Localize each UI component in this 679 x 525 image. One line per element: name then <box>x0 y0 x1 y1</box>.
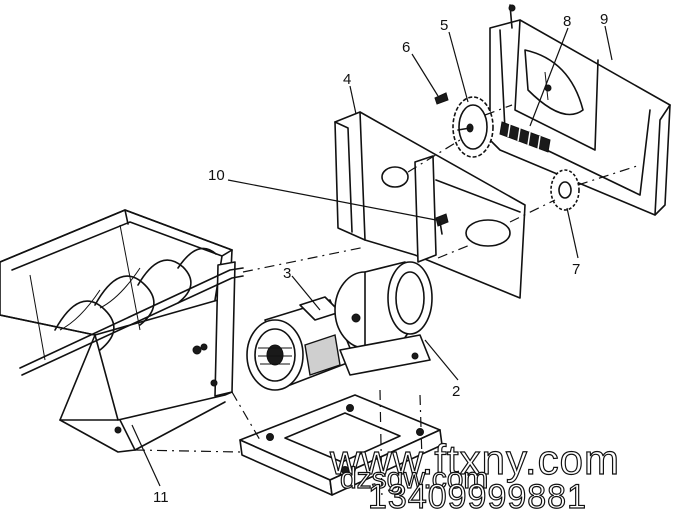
watermark-url: www.ftxny.com <box>329 435 620 483</box>
callout-4: 4 <box>343 71 351 88</box>
watermark-domain: dzsgw.com <box>339 461 489 495</box>
part-3-motor <box>246 296 356 391</box>
callout-9: 9 <box>600 11 608 28</box>
part-11-trough <box>0 209 244 453</box>
callout-10: 10 <box>208 167 225 184</box>
part-10-bolt <box>435 213 449 235</box>
callout-7: 7 <box>572 261 580 278</box>
callout-leaders <box>131 25 613 487</box>
callout-labels: 2 3 4 5 6 7 8 9 10 11 <box>153 11 608 506</box>
part-1-base-plate <box>239 394 443 496</box>
part-6-key <box>434 92 449 105</box>
part-4-bracket <box>334 111 526 299</box>
callout-8: 8 <box>563 13 571 30</box>
watermark-phone: 13409999881 <box>367 477 588 516</box>
callout-3: 3 <box>283 265 291 282</box>
callout-5: 5 <box>440 17 448 34</box>
callout-2: 2 <box>452 383 460 400</box>
part-8-chain <box>499 121 551 153</box>
part-7-small-sprocket <box>550 169 580 211</box>
part-5-large-sprocket <box>452 96 494 158</box>
callout-11: 11 <box>153 489 169 506</box>
callout-6: 6 <box>402 39 410 56</box>
part-9-cover <box>489 4 671 216</box>
assembly-centerlines <box>134 104 641 501</box>
part-2-reducer <box>334 261 433 376</box>
